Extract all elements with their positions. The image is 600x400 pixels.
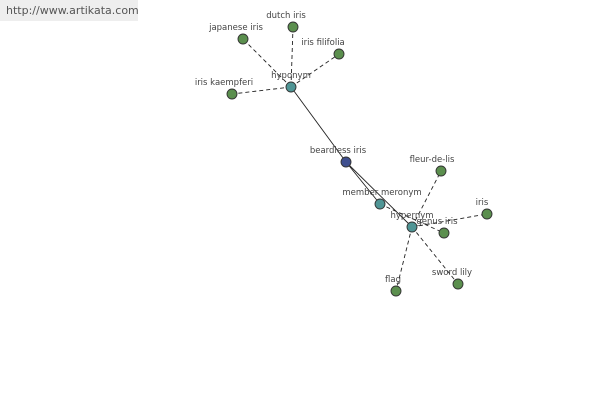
labels-layer: beardless iris hyponym member meronym hyper… — [195, 11, 489, 285]
label-hypernym[interactable]: hypernym — [390, 211, 433, 221]
label-beardless-iris[interactable]: beardless iris — [310, 146, 367, 156]
label-sword-lily[interactable]: sword lily — [432, 268, 472, 278]
edge-hypernym-sword-lily — [411, 226, 459, 285]
node-genus-iris[interactable] — [438, 227, 450, 239]
node-iris-kaempferi[interactable] — [226, 88, 238, 100]
node-fleur-de-lis[interactable] — [435, 165, 447, 177]
edge-hyponym-iris-kaempferi — [231, 86, 292, 95]
edge-hyponym-dutch-iris — [290, 26, 294, 88]
label-iris-filifolia[interactable]: iris filifolia — [301, 38, 345, 48]
node-iris[interactable] — [481, 208, 493, 220]
label-member-meronym[interactable]: member meronym — [342, 188, 421, 198]
label-fleur-de-lis[interactable]: fleur-de-lis — [410, 155, 455, 165]
node-hypernym[interactable] — [406, 221, 418, 233]
node-member-meronym[interactable] — [374, 198, 386, 210]
edge-hypernym-fleur-de-lis — [411, 170, 442, 228]
edge-member-meronym-genus-iris — [379, 203, 445, 234]
node-japanese-iris[interactable] — [237, 33, 249, 45]
edge-beardless-iris-member-meronym — [345, 161, 381, 205]
edge-hyponym-iris-filifolia — [290, 53, 340, 88]
node-sword-lily[interactable] — [452, 278, 464, 290]
edge-hypernym-flag — [395, 226, 413, 292]
node-iris-filifolia[interactable] — [333, 48, 345, 60]
edge-hyponym-japanese-iris — [242, 38, 292, 88]
label-dutch-iris[interactable]: dutch iris — [266, 11, 306, 21]
watermark-link[interactable]: http://www.artikata.com — [0, 0, 139, 21]
label-genus-iris[interactable]: genus iris — [416, 217, 458, 227]
edges-layer — [231, 26, 488, 292]
edge-beardless-iris-hyponym — [290, 86, 347, 163]
node-hyponym[interactable] — [285, 81, 297, 93]
label-iris-kaempferi[interactable]: iris kaempferi — [195, 78, 253, 88]
label-japanese-iris[interactable]: japanese iris — [208, 23, 263, 33]
label-hyponym[interactable]: hyponym — [271, 71, 311, 81]
label-iris[interactable]: iris — [476, 198, 489, 208]
nodes-layer — [226, 21, 493, 297]
node-flag[interactable] — [390, 285, 402, 297]
edge-beardless-iris-hypernym — [345, 161, 413, 228]
edge-hypernym-iris — [411, 213, 488, 228]
node-dutch-iris[interactable] — [287, 21, 299, 33]
label-flag[interactable]: flag — [385, 275, 401, 285]
node-beardless-iris[interactable] — [340, 156, 352, 168]
